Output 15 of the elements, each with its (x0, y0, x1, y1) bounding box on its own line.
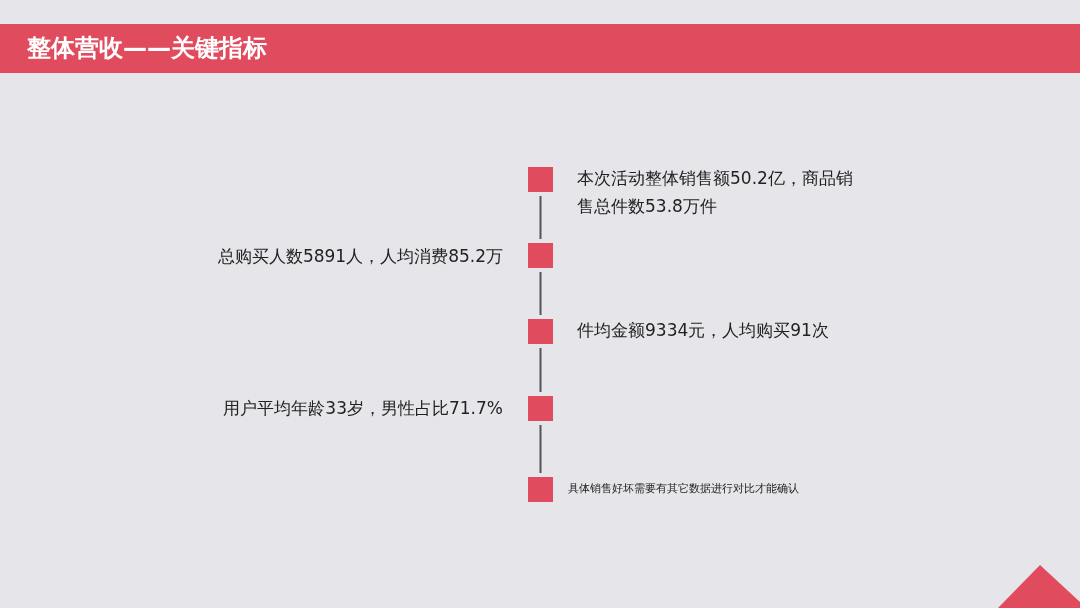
connector-line (539, 271, 542, 316)
connector-line (539, 195, 542, 240)
metric-text: 用户平均年龄33岁，男性占比71.7% (223, 397, 503, 420)
metric-text: 具体销售好坏需要有其它数据进行对比才能确认 (568, 481, 799, 497)
marker-square (528, 319, 553, 344)
marker-square (528, 243, 553, 268)
metric-text: 总购买人数5891人，人均消费85.2万 (217, 245, 503, 268)
title: 整体营收——关键指标 (27, 33, 267, 63)
marker-square (528, 396, 553, 421)
connector-line (539, 347, 542, 393)
marker-square (528, 167, 553, 192)
connector-line (539, 424, 542, 474)
marker-square (528, 477, 553, 502)
metric-text: 件均金额9334元，人均购买91次 (577, 319, 829, 342)
metric-text: 本次活动整体销售额50.2亿，商品销售总件数53.8万件 (577, 167, 854, 218)
